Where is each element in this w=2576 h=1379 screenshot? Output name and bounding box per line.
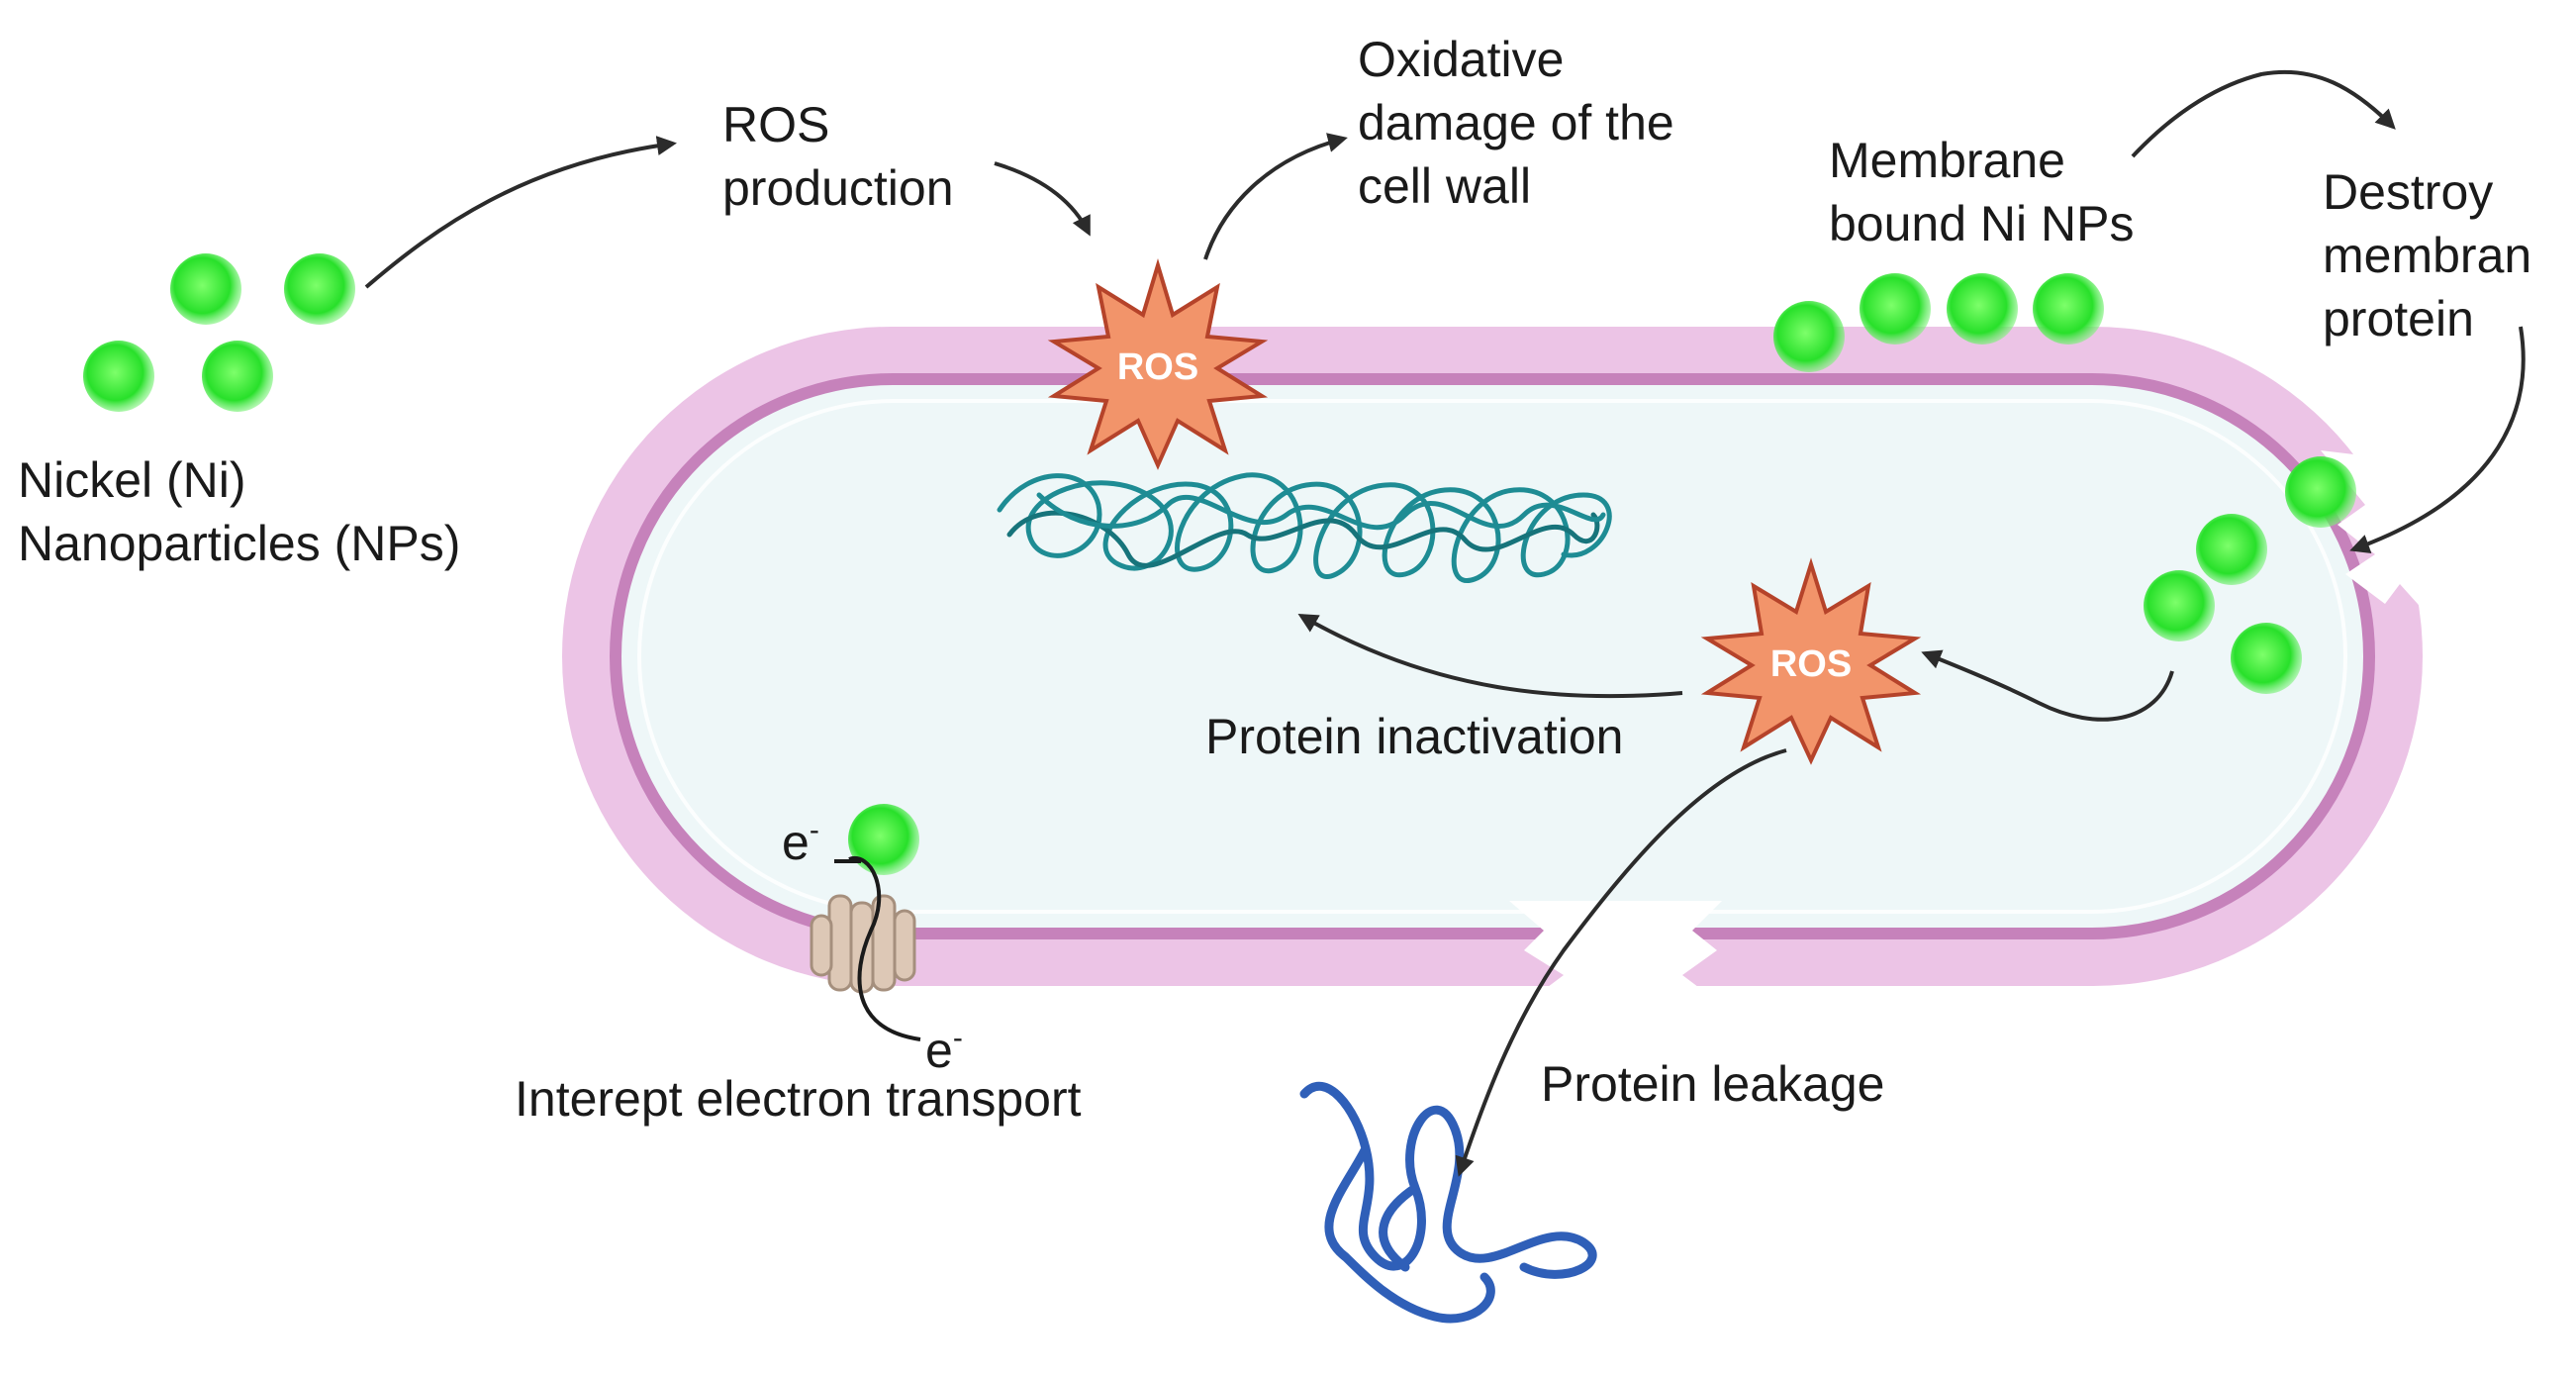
bacterial-cell (562, 327, 2444, 990)
nanoparticle-icon (2231, 623, 2302, 694)
nanoparticle-icon (2285, 456, 2356, 528)
protein-strand-icon (1299, 1081, 1597, 1324)
nanoparticle-group-rupture (2144, 456, 2356, 694)
arrow-ros-to-dna (1297, 614, 1683, 699)
nanoparticle-icon (202, 341, 273, 412)
arrow-rupture-to-ros (1921, 649, 2174, 722)
label-destroy-membrane: Destroy membran protein (2323, 164, 2532, 346)
arrow-np-to-ros (364, 136, 677, 289)
inner-membrane-line (637, 399, 2347, 914)
ros-burst-icon: ROS (1047, 258, 1269, 470)
nanoparticle-icon (284, 253, 355, 325)
label-ros-production: ROS production (722, 97, 954, 216)
membrane-crack-right (2321, 450, 2444, 634)
nanoparticle-icon (1947, 273, 2018, 345)
arrow-ros-to-leakage (1455, 748, 1787, 1177)
membrane-crack-bottom (1509, 901, 1722, 990)
nanoparticle-icon (83, 341, 154, 412)
nanoparticle-icon (1773, 301, 1845, 372)
arrow-to-oxidative (1203, 133, 1348, 260)
label-protein-leakage: Protein leakage (1541, 1056, 1885, 1112)
nanoparticle-icon (2033, 273, 2104, 345)
label-oxidative-damage: Oxidative damage of the cell wall (1358, 32, 1674, 214)
label-nickel-nanoparticles: Nickel (Ni) Nanoparticles (NPs) (18, 452, 461, 571)
nanoparticle-group-membrane (1773, 273, 2104, 372)
nanoparticle-icon (2196, 514, 2267, 585)
dna-icon (997, 472, 1612, 583)
ros-burst-icon: ROS (1700, 557, 1922, 765)
ros-badge-middle: ROS (1770, 643, 1852, 685)
arrow-destroy-to-rupture (2349, 326, 2526, 553)
arrow-icon (364, 69, 2526, 1177)
ros-badge-top: ROS (1117, 346, 1198, 388)
nanoparticle-group-free (83, 253, 355, 412)
electron-label-top: e- (782, 814, 819, 870)
arrow-membrane-to-destroy (2131, 69, 2396, 158)
nanoparticle-icon (848, 804, 919, 875)
transport-protein-icon (810, 894, 916, 994)
electron-path (848, 856, 921, 1041)
cell-membrane (610, 373, 2375, 939)
nanoparticle-icon (2144, 570, 2215, 641)
electron-label-bottom: e- (925, 1022, 963, 1078)
arrow-ros-to-cell (994, 161, 1091, 237)
label-membrane-bound: Membrane bound Ni NPs (1829, 133, 2135, 251)
label-protein-inactivation: Protein inactivation (1205, 709, 1624, 764)
nanoparticle-icon (1860, 273, 1931, 345)
label-interrupt-electron-transport: Interept electron transport (515, 1071, 1082, 1127)
nanoparticle-icon (170, 253, 241, 325)
